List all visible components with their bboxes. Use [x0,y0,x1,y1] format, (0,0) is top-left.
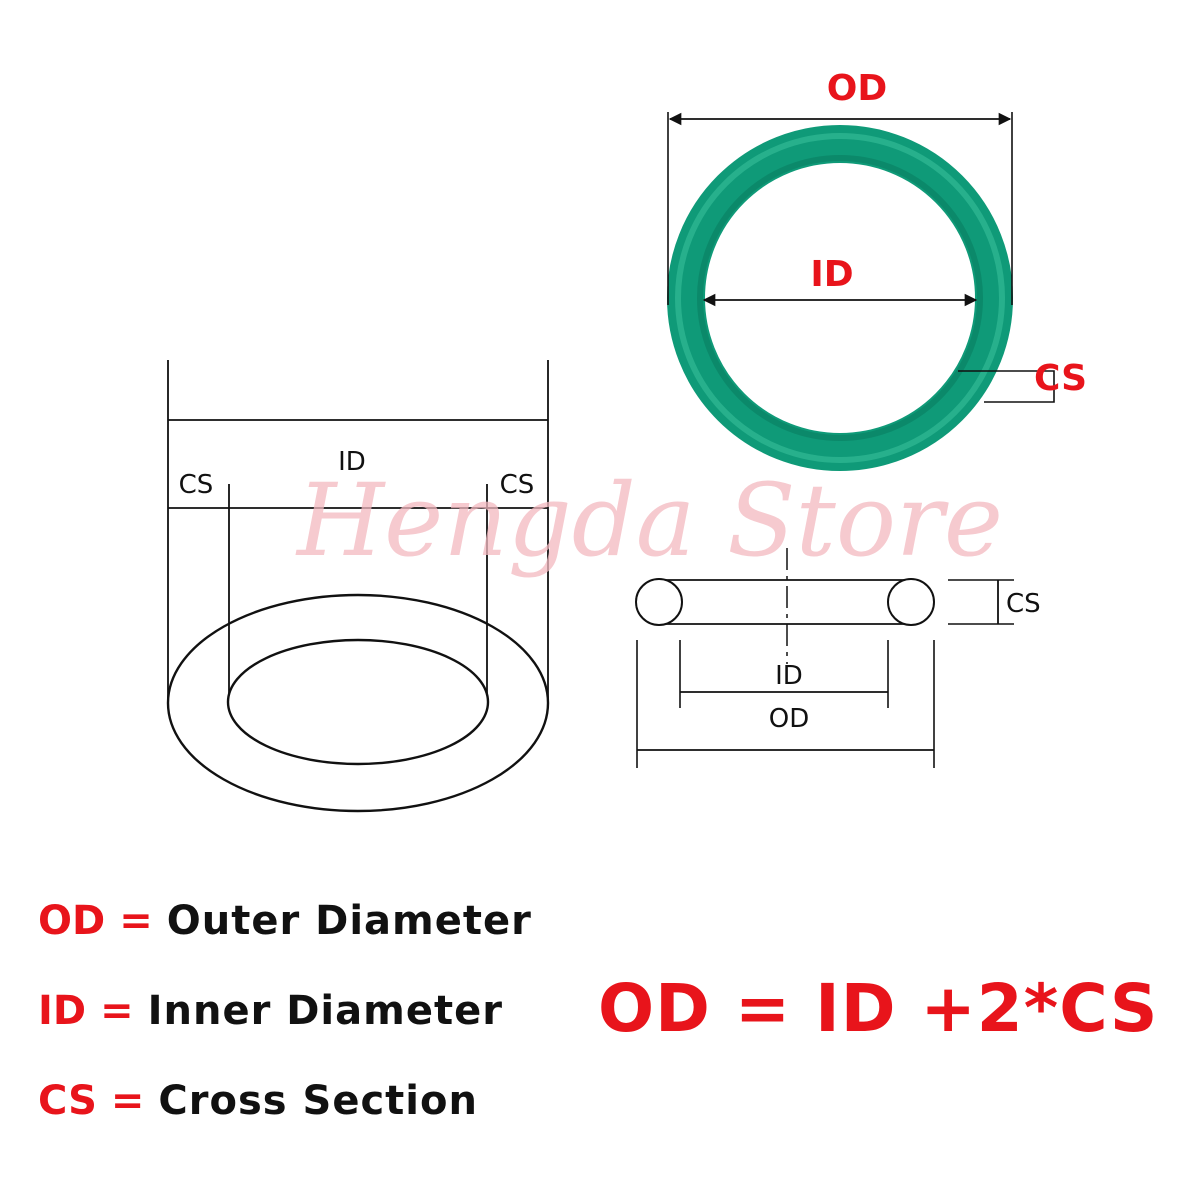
section-od-label: OD [769,704,810,734]
legend-id-equals: = [100,988,134,1034]
perspective-cs-left-label: CS [179,470,214,500]
green-ring-id-label: ID [810,254,853,295]
perspective-cs-right-label: CS [500,470,535,500]
legend-cs-abbr: CS [38,1078,97,1124]
section-cs-label: CS [1006,589,1041,619]
green-o-ring [667,125,1013,471]
cs-callout-bracket [958,370,1055,403]
cross-section-figure: CS ID OD [635,548,1041,768]
legend-id-row: ID = Inner Diameter [38,988,503,1034]
legend-od-abbr: OD [38,898,106,944]
green-o-ring-shadow [697,155,983,441]
legend-od-equals: = [119,898,153,944]
perspective-id-label: ID [338,447,366,477]
green-o-ring-figure: OD ID CS [667,68,1087,471]
section-circle-right [887,578,935,626]
green-o-ring-highlight [675,133,1005,463]
legend-id-description: Inner Diameter [147,988,503,1034]
section-circle-left [635,578,683,626]
perspective-ring-figure: ID CS CS [166,360,550,813]
green-ring-od-label: OD [827,68,888,109]
section-id-label: ID [775,661,803,691]
legend-od-row: OD = Outer Diameter [38,898,532,944]
green-ring-cs-label: CS [1034,358,1087,399]
legend-cs-equals: = [110,1078,145,1124]
legend-id-abbr: ID [38,988,87,1034]
legend-cs-description: Cross Section [158,1078,478,1124]
legend-cs-row: CS = Cross Section [38,1078,478,1124]
perspective-inner-ellipse [226,638,490,766]
watermark-text: Hengda Store [295,462,1003,579]
legend-od-description: Outer Diameter [166,898,532,944]
od-formula: OD = ID +2*CS [598,970,1159,1047]
perspective-outer-ellipse [166,593,550,813]
